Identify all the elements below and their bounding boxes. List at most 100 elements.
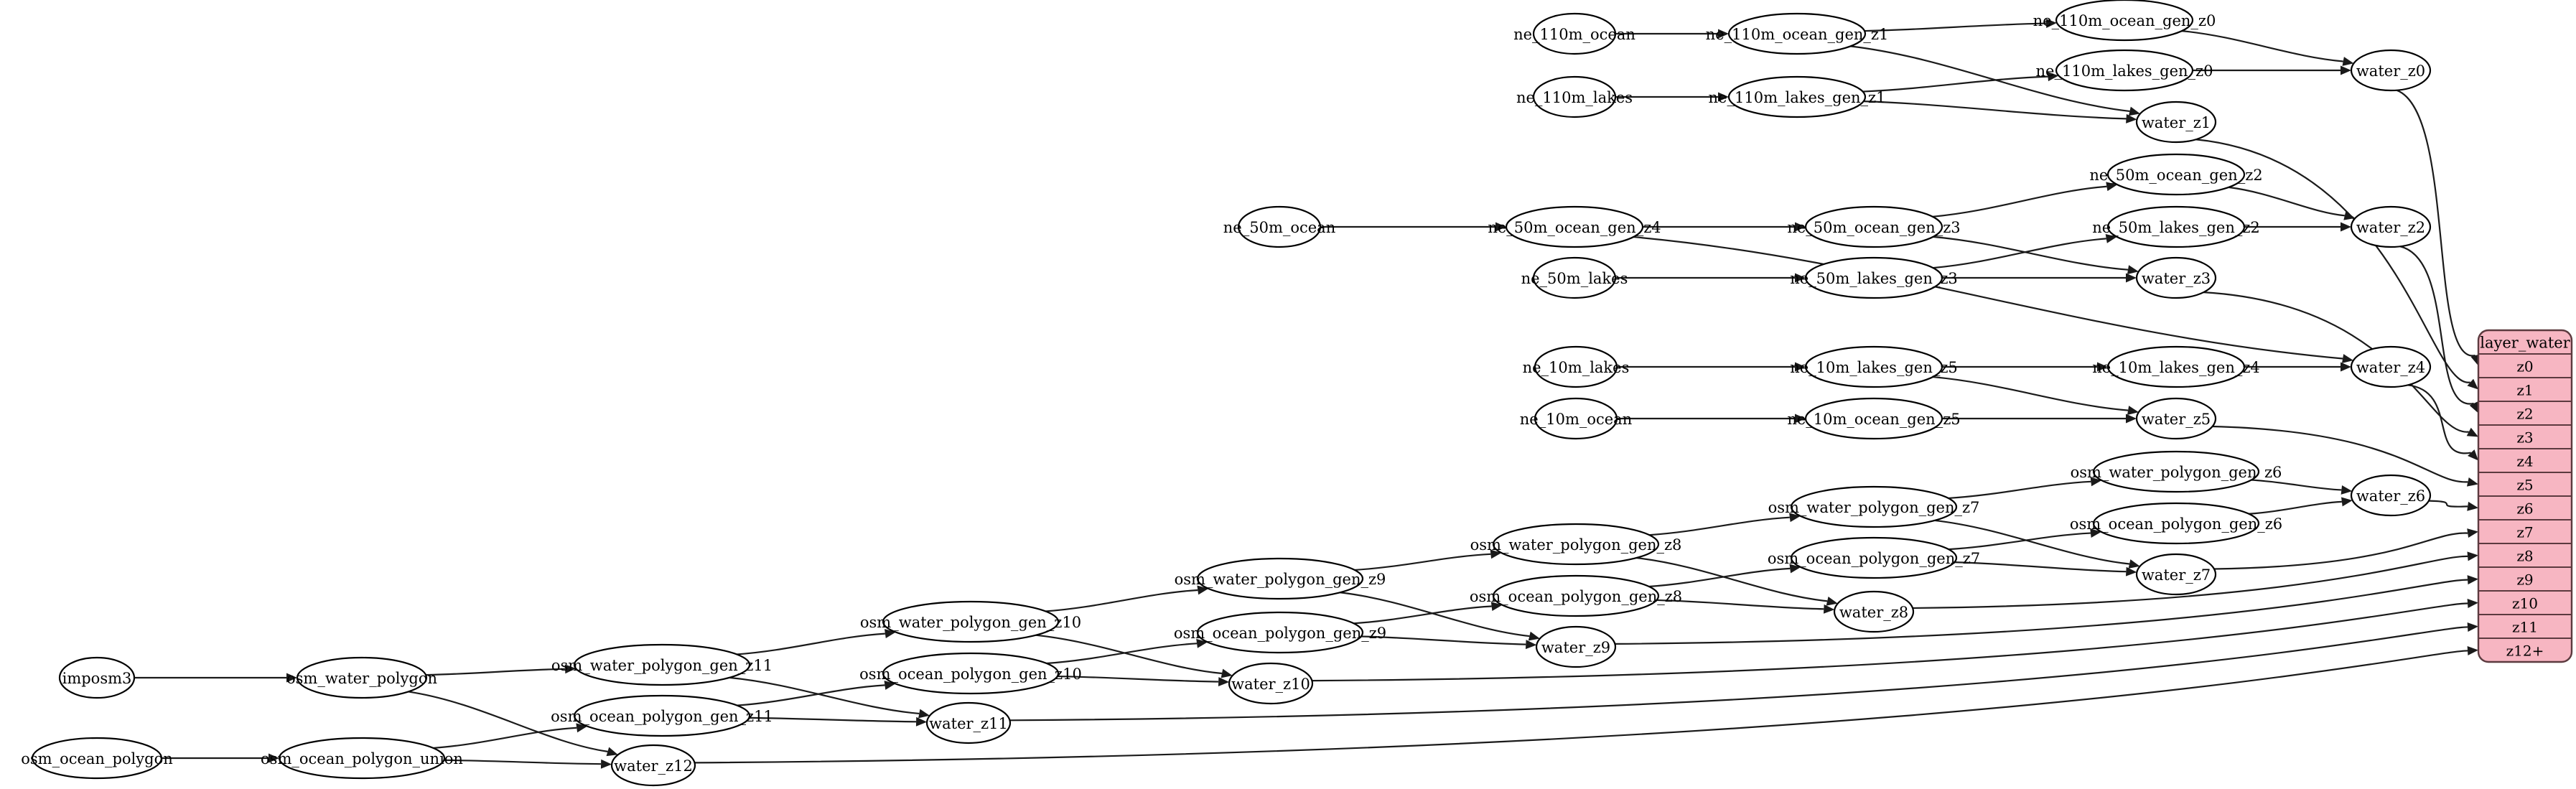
node-ne_10m_lakes_gen_z4[interactable]: ne_10m_lakes_gen_z4 [2092, 345, 2260, 388]
node-osm_ocean_polygon_gen_z8[interactable]: osm_ocean_polygon_gen_z8 [1470, 574, 1682, 617]
node-shape [1505, 205, 1644, 248]
node-ne_10m_lakes[interactable]: ne_10m_lakes [1523, 345, 1630, 388]
node-ne_50m_ocean_gen_z2[interactable]: ne_50m_ocean_gen_z2 [2089, 153, 2263, 196]
node-osm_water_polygon_gen_z11[interactable]: osm_water_polygon_gen_z11 [551, 643, 773, 686]
node-shape [2106, 153, 2246, 196]
node-osm_ocean_polygon_gen_z10[interactable]: osm_ocean_polygon_gen_z10 [859, 652, 1082, 695]
layer-water-row-z12plus[interactable]: z12+ [2506, 643, 2544, 660]
node-osm_water_polygon_gen_z8[interactable]: osm_water_polygon_gen_z8 [1470, 523, 1682, 566]
node-osm_ocean_polygon_gen_z7[interactable]: osm_ocean_polygon_gen_z7 [1768, 536, 1980, 579]
node-water_z3[interactable]: water_z3 [2135, 256, 2217, 299]
layer-water-row-z9[interactable]: z9 [2516, 571, 2533, 589]
node-imposm3[interactable]: imposm3 [58, 656, 136, 699]
node-water_z2[interactable]: water_z2 [2350, 205, 2432, 248]
node-water_z0[interactable]: water_z0 [2350, 49, 2432, 92]
node-osm_ocean_polygon_gen_z11[interactable]: osm_ocean_polygon_gen_z11 [551, 694, 773, 737]
node-osm_water_polygon_gen_z7[interactable]: osm_water_polygon_gen_z7 [1768, 485, 1980, 528]
node-water_z1[interactable]: water_z1 [2135, 101, 2217, 144]
layer-water-row-z10[interactable]: z10 [2512, 595, 2538, 612]
arrowhead [1218, 677, 1230, 687]
arrowhead [576, 723, 588, 733]
arrowhead [1490, 602, 1503, 611]
node-ne_10m_lakes_gen_z5[interactable]: ne_10m_lakes_gen_z5 [1790, 345, 1958, 388]
node-layer: ne_110m_ocean ne_110m_ocean_gen_z1 ne_110m… [21, 0, 2432, 787]
edge-osm_water_polygon_gen_z6-to-water_z6 [2251, 479, 2342, 491]
node-water_z8[interactable]: water_z8 [1833, 590, 1915, 633]
node-ne_110m_ocean_gen_z1[interactable]: ne_110m_ocean_gen_z1 [1706, 12, 1889, 55]
node-osm_ocean_polygon[interactable]: osm_ocean_polygon [21, 737, 173, 780]
node-osm_ocean_polygon_union[interactable]: osm_ocean_polygon_union [261, 737, 463, 780]
node-ne_110m_ocean[interactable]: ne_110m_ocean [1513, 12, 1635, 55]
node-osm_water_polygon_gen_z9[interactable]: osm_water_polygon_gen_z9 [1175, 557, 1386, 600]
node-osm_water_polygon[interactable]: osm_water_polygon [286, 656, 437, 699]
node-label: water_z4 [2356, 359, 2425, 376]
layer-water-row-z8[interactable]: z8 [2516, 548, 2533, 565]
node-ne_50m_ocean[interactable]: ne_50m_ocean [1223, 205, 1335, 248]
arrowhead [2469, 401, 2478, 414]
edge-osm_water_polygon_gen_z10-to-water_z10 [1035, 634, 1223, 675]
edge-osm_ocean_polygon_gen_z10-to-osm_ocean_polygon_gen_z9 [1046, 643, 1198, 665]
node-osm_water_polygon_gen_z10[interactable]: osm_water_polygon_gen_z10 [860, 600, 1081, 643]
layer-water-row-z4[interactable]: z4 [2516, 453, 2533, 470]
node-water_z4[interactable]: water_z4 [2350, 345, 2432, 388]
layer-water-row-z6[interactable]: z6 [2516, 500, 2533, 518]
node-shape [2106, 205, 2246, 248]
edge-ne_110m_lakes_gen_z1-to-water_z1 [1863, 101, 2127, 120]
edge-ne_50m_ocean_gen_z4-to-water_z4 [1633, 235, 2343, 360]
arrowhead [2126, 113, 2137, 123]
node-label: osm_water_polygon_gen_z7 [1768, 499, 1980, 516]
edge-osm_water_polygon_gen_z7-to-water_z7 [1934, 519, 2130, 565]
arrowhead [1196, 638, 1208, 648]
node-label: ne_110m_ocean_gen_z0 [2033, 12, 2216, 29]
layer-water-row-z11[interactable]: z11 [2512, 619, 2538, 636]
node-shape [610, 744, 696, 787]
layer-water-row-z3[interactable]: z3 [2516, 429, 2533, 447]
node-shape [2135, 397, 2217, 440]
layer-water-row-z5[interactable]: z5 [2516, 477, 2533, 494]
node-shape [1535, 625, 1617, 668]
node-label: imposm3 [62, 670, 132, 687]
node-ne_50m_ocean_gen_z3[interactable]: ne_50m_ocean_gen_z3 [1787, 205, 1961, 248]
node-label: ne_50m_lakes_gen_z2 [2092, 219, 2260, 236]
node-shape [1727, 12, 1867, 55]
node-ne_10m_ocean[interactable]: ne_10m_ocean [1520, 397, 1632, 440]
arrowhead [2467, 645, 2478, 655]
node-ne_110m_lakes_gen_z1[interactable]: ne_110m_lakes_gen_z1 [1709, 75, 1886, 118]
edge-osm_ocean_polygon_union-to-water_z12 [444, 759, 602, 765]
node-shape [1237, 205, 1322, 248]
node-ne_50m_lakes_gen_z2[interactable]: ne_50m_lakes_gen_z2 [2092, 205, 2260, 248]
node-osm_water_polygon_gen_z6[interactable]: osm_water_polygon_gen_z6 [2071, 450, 2282, 493]
node-ne_50m_lakes_gen_z3[interactable]: ne_50m_lakes_gen_z3 [1790, 256, 1958, 299]
edge-osm_water_polygon_gen_z10-to-osm_water_polygon_gen_z9 [1045, 589, 1198, 612]
arrowhead [286, 673, 297, 683]
layer-water-row-z1[interactable]: z1 [2516, 382, 2533, 399]
edge-water_z4-to-layer_water-z4 [2407, 384, 2471, 454]
edge-water_z6-to-layer_water-z6 [2428, 500, 2468, 508]
node-water_z9[interactable]: water_z9 [1535, 625, 1617, 668]
node-ne_110m_lakes[interactable]: ne_110m_lakes [1516, 75, 1633, 118]
node-water_z11[interactable]: water_z11 [925, 701, 1012, 744]
node-ne_50m_lakes[interactable]: ne_50m_lakes [1521, 256, 1628, 299]
node-water_z12[interactable]: water_z12 [610, 744, 696, 787]
arrowhead [1528, 631, 1540, 641]
layer-water-row-z2[interactable]: z2 [2516, 406, 2533, 423]
node-label: osm_ocean_polygon_union [261, 750, 463, 767]
node-ne_110m_ocean_gen_z0[interactable]: ne_110m_ocean_gen_z0 [2033, 0, 2216, 42]
arrowhead [2467, 575, 2478, 585]
layer-water-row-z7[interactable]: z7 [2516, 524, 2533, 541]
node-water_z5[interactable]: water_z5 [2135, 397, 2217, 440]
node-ne_10m_ocean_gen_z5[interactable]: ne_10m_ocean_gen_z5 [1787, 397, 1961, 440]
node-ne_50m_ocean_gen_z4[interactable]: ne_50m_ocean_gen_z4 [1488, 205, 1661, 248]
node-osm_ocean_polygon_gen_z6[interactable]: osm_ocean_polygon_gen_z6 [2070, 502, 2282, 545]
node-shape [296, 656, 428, 699]
arrowhead [915, 716, 928, 727]
node-osm_ocean_polygon_gen_z9[interactable]: osm_ocean_polygon_gen_z9 [1174, 611, 1386, 654]
node-ne_110m_lakes_gen_z0[interactable]: ne_110m_lakes_gen_z0 [2036, 49, 2213, 92]
layer-water-row-z0[interactable]: z0 [2516, 358, 2533, 375]
node-water_z7[interactable]: water_z7 [2135, 553, 2217, 596]
node-shape [2055, 49, 2194, 92]
arrowhead [2090, 528, 2101, 538]
node-water_z10[interactable]: water_z10 [1228, 662, 1314, 705]
node-water_z6[interactable]: water_z6 [2350, 474, 2432, 517]
edge-water_z12-to-layer_water-z12plus [694, 650, 2468, 764]
